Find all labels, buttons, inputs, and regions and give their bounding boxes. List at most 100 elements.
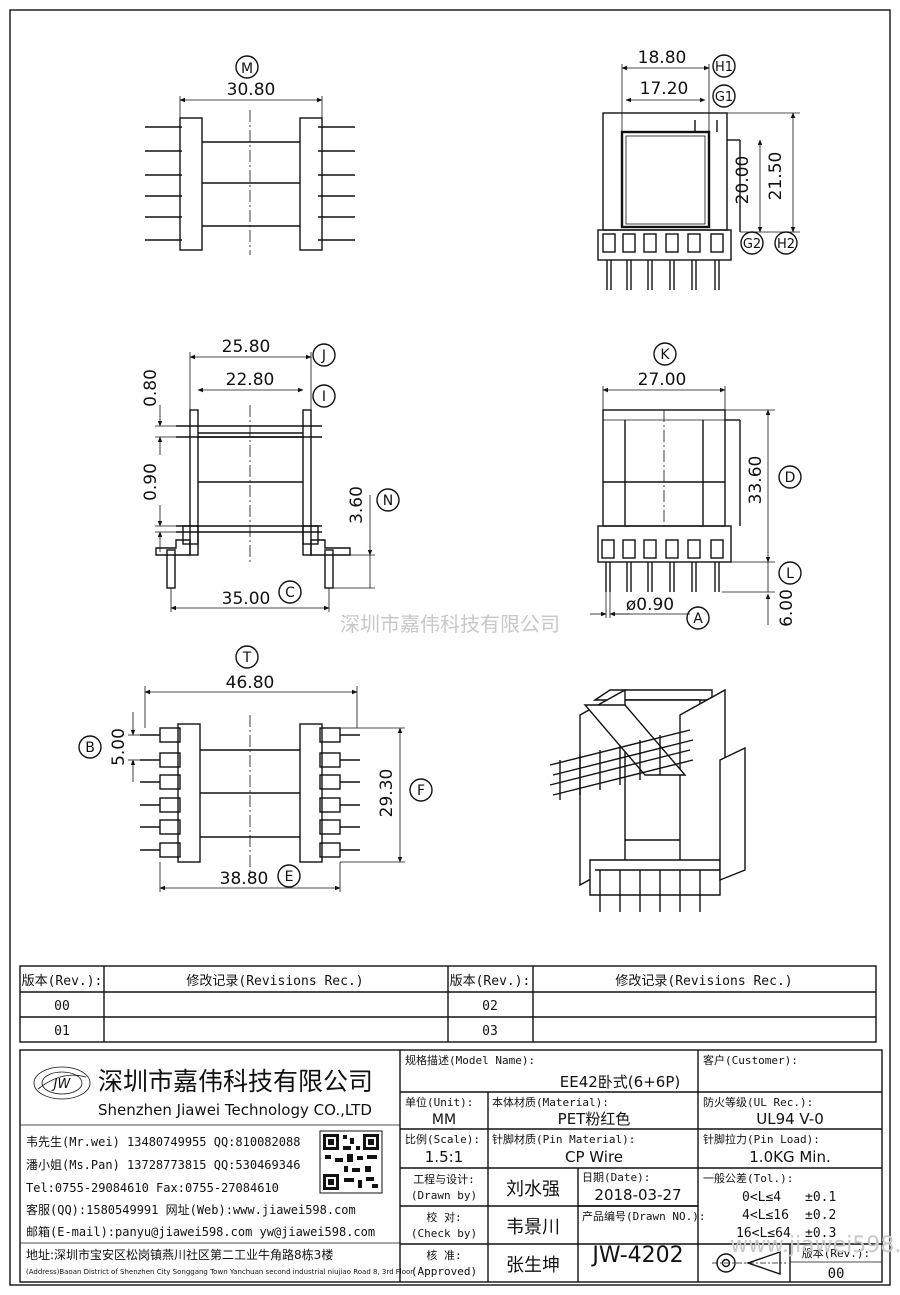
tol-range-1: 4<L≤16 (742, 1208, 789, 1223)
dim-mid-gap-value: 0.90 (141, 463, 161, 501)
view-bottom-left: 46.80 T 5.00 B 29.30 F 38.80 E (78, 645, 433, 892)
customer-label: 客户(Customer): (703, 1053, 798, 1067)
pin-material-label: 针脚材质(Pin Material): (492, 1132, 635, 1146)
dim-N-letter: N (383, 493, 393, 509)
contact-wei: 韦先生(Mr.wei) 13480749955 QQ:810082088 (26, 1135, 300, 1149)
contact-email: 邮箱(E-mail):panyu@jiawei598.com yw@jiawei… (26, 1224, 375, 1239)
rev-row-01: 01 (54, 1024, 70, 1039)
rev-row-00: 00 (54, 999, 70, 1014)
tol-range-2: 16<L≤64 (736, 1226, 791, 1241)
dim-M-letter: M (241, 61, 253, 77)
dim-D-letter: D (785, 470, 796, 486)
rev-header-left: 版本(Rev.): (22, 974, 103, 989)
dim-L-letter: L (786, 566, 794, 582)
drawn-label-cn: 工程与设计: (413, 1173, 475, 1186)
view-top-right: 18.80 H1 17.20 G1 20.00 21.50 G2 H2 (597, 48, 800, 290)
material-label: 本体材质(Material): (492, 1095, 609, 1109)
approved-label-cn: 核 准: (426, 1248, 461, 1262)
ul-label: 防火等级(UL Rec.): (703, 1095, 813, 1109)
dim-K-letter: K (660, 347, 670, 363)
dim-J-letter: J (321, 348, 326, 364)
tol-range-0: 0<L≤4 (742, 1190, 781, 1205)
pins-middle-right (601, 539, 724, 592)
title-block: JW 深圳市嘉伟科技有限公司 Shenzhen Jiawei Technolog… (19, 1049, 883, 1283)
dim-E-letter: E (285, 869, 294, 885)
dim-J-value: 25.80 (222, 337, 271, 357)
company-name-en: Shenzhen Jiawei Technology CO.,LTD (98, 1101, 372, 1119)
view-top-left: 30.80 M (145, 55, 355, 255)
dim-H1-letter: H1 (715, 60, 733, 75)
rec-header-left: 修改记录(Revisions Rec.) (186, 974, 363, 989)
contact-pan: 潘小姐(Ms.Pan) 13728773815 QQ:530469346 (26, 1158, 300, 1172)
unit-label: 单位(Unit): (405, 1095, 473, 1109)
dim-N-value: 3.60 (347, 486, 367, 524)
dim-C-letter: C (285, 585, 295, 601)
qr-code (319, 1130, 383, 1194)
pin-load-label: 针脚拉力(Pin Load): (703, 1132, 820, 1146)
date-label: 日期(Date): (582, 1171, 650, 1184)
sheet-border (9, 9, 891, 1286)
view-middle-left: 25.80 J 22.80 I 0.80 0.90 3.60 N 35.00 C (141, 337, 400, 612)
dim-A-letter: A (693, 611, 703, 627)
dim-D-value: 33.60 (746, 456, 766, 505)
check-label-cn: 校 对: (426, 1210, 461, 1224)
dim-H2-value: 21.50 (766, 152, 786, 201)
view-middle-right: 27.00 K 33.60 D 6.00 L ø0.90 A (590, 342, 802, 630)
pins-top-right (602, 233, 724, 290)
watermark-corner: www.jiawei598.com (730, 1233, 900, 1258)
rev-row-02: 02 (482, 999, 498, 1014)
projection-symbol (712, 1251, 786, 1275)
dim-F-letter: F (417, 783, 425, 799)
pin-load-value: 1.0KG Min. (749, 1148, 830, 1166)
approved-label-en: (Approved) (411, 1265, 477, 1278)
dim-M-value: 30.80 (227, 80, 276, 100)
drawn-label-en: (Drawn by) (411, 1189, 477, 1202)
rev-row-03: 03 (482, 1024, 498, 1039)
revision-table: 版本(Rev.): 修改记录(Revisions Rec.) 版本(Rev.):… (19, 965, 877, 1043)
watermark-center: 深圳市嘉伟科技有限公司 (340, 612, 560, 636)
dim-E-value: 38.80 (220, 869, 269, 889)
material-value: PET粉红色 (558, 1110, 631, 1128)
unit-value: MM (432, 1112, 456, 1128)
dim-T-letter: T (242, 650, 252, 666)
scale-label: 比例(Scale): (405, 1132, 480, 1146)
model-value: EE42卧式(6+6P) (560, 1073, 680, 1091)
dim-F-value: 29.30 (377, 769, 397, 818)
dim-G2-value: 20.00 (733, 156, 753, 205)
dim-C-value: 35.00 (222, 589, 271, 609)
check-label-en: (Check by) (411, 1227, 477, 1240)
dim-H2-letter: H2 (777, 237, 795, 252)
rev-header-right: 版本(Rev.): (450, 974, 531, 989)
dim-I-value: 22.80 (226, 370, 275, 390)
check-value: 韦景川 (506, 1217, 560, 1238)
contact-tel-fax: Tel:0755-29084610 Fax:0755-27084610 (26, 1181, 279, 1195)
tol-value-1: ±0.2 (805, 1208, 836, 1223)
pins-isometric-upper (549, 729, 694, 800)
ul-value: UL94 V-0 (756, 1110, 824, 1128)
dim-B-letter: B (85, 740, 95, 756)
company-logo: JW (33, 1066, 91, 1100)
tol-value-2: ±0.3 (805, 1226, 836, 1241)
pin-material-value: CP Wire (565, 1148, 623, 1166)
dim-A-value: ø0.90 (626, 595, 674, 615)
view-isometric (549, 688, 746, 912)
rev-label: 版本(Rev.): (802, 1246, 870, 1260)
tol-value-0: ±0.1 (805, 1190, 836, 1205)
pins-bottom-left (140, 727, 360, 858)
dim-G1-letter: G1 (715, 90, 733, 105)
rec-header-right: 修改记录(Revisions Rec.) (615, 974, 792, 989)
scale-value: 1.5:1 (425, 1148, 463, 1166)
drawn-value: 刘水强 (506, 1179, 560, 1200)
dim-top-gap-value: 0.80 (141, 369, 161, 407)
address-cn: 地址:深圳市宝安区松岗镇燕川社区第二工业牛角路8栋3楼 (26, 1247, 333, 1262)
dim-K-value: 27.00 (638, 370, 687, 390)
dim-B-value: 5.00 (109, 728, 129, 766)
dim-T-value: 46.80 (226, 673, 275, 693)
dim-G1-value: 17.20 (640, 79, 689, 99)
tol-label: 一般公差(Tol.): (703, 1171, 793, 1185)
dim-L-value: 6.00 (777, 589, 797, 627)
rev-value: 00 (828, 1266, 845, 1282)
date-value: 2018-03-27 (594, 1186, 681, 1204)
drawn-no-value: JW-4202 (590, 1243, 683, 1268)
